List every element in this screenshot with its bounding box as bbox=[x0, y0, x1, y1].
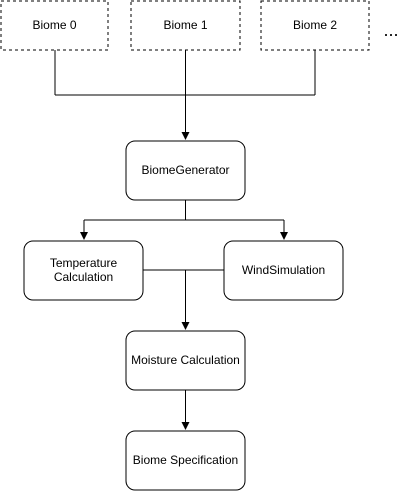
biomes-merge-connector bbox=[54, 50, 316, 96]
biome-2-label: Biome 2 bbox=[293, 18, 337, 32]
wind-simulation-node: WindSimulation bbox=[223, 240, 344, 301]
moisture-calculation-node: Moisture Calculation bbox=[125, 330, 246, 391]
generator-split-connector bbox=[84, 200, 284, 221]
biome-0-label: Biome 0 bbox=[32, 18, 76, 32]
biome-2-node: Biome 2 bbox=[260, 0, 370, 51]
biome-0-node: Biome 0 bbox=[0, 0, 109, 51]
more-biomes-ellipsis: ... bbox=[383, 20, 398, 40]
moisture-calculation-label: Moisture Calculation bbox=[131, 353, 240, 367]
biome-generator-label: BiomeGenerator bbox=[141, 163, 229, 177]
biome-generator-node: BiomeGenerator bbox=[125, 140, 246, 201]
biome-specification-node: Biome Specification bbox=[125, 430, 246, 491]
wind-simulation-label: WindSimulation bbox=[242, 263, 325, 277]
biome-1-node: Biome 1 bbox=[130, 0, 241, 51]
biome-1-label: Biome 1 bbox=[163, 18, 207, 32]
biome-specification-label: Biome Specification bbox=[133, 453, 238, 467]
temperature-calculation-node: Temperature Calculation bbox=[23, 240, 144, 301]
temperature-calculation-label-line1: Temperature bbox=[50, 256, 118, 270]
temperature-calculation-label-line2: Calculation bbox=[54, 270, 113, 284]
